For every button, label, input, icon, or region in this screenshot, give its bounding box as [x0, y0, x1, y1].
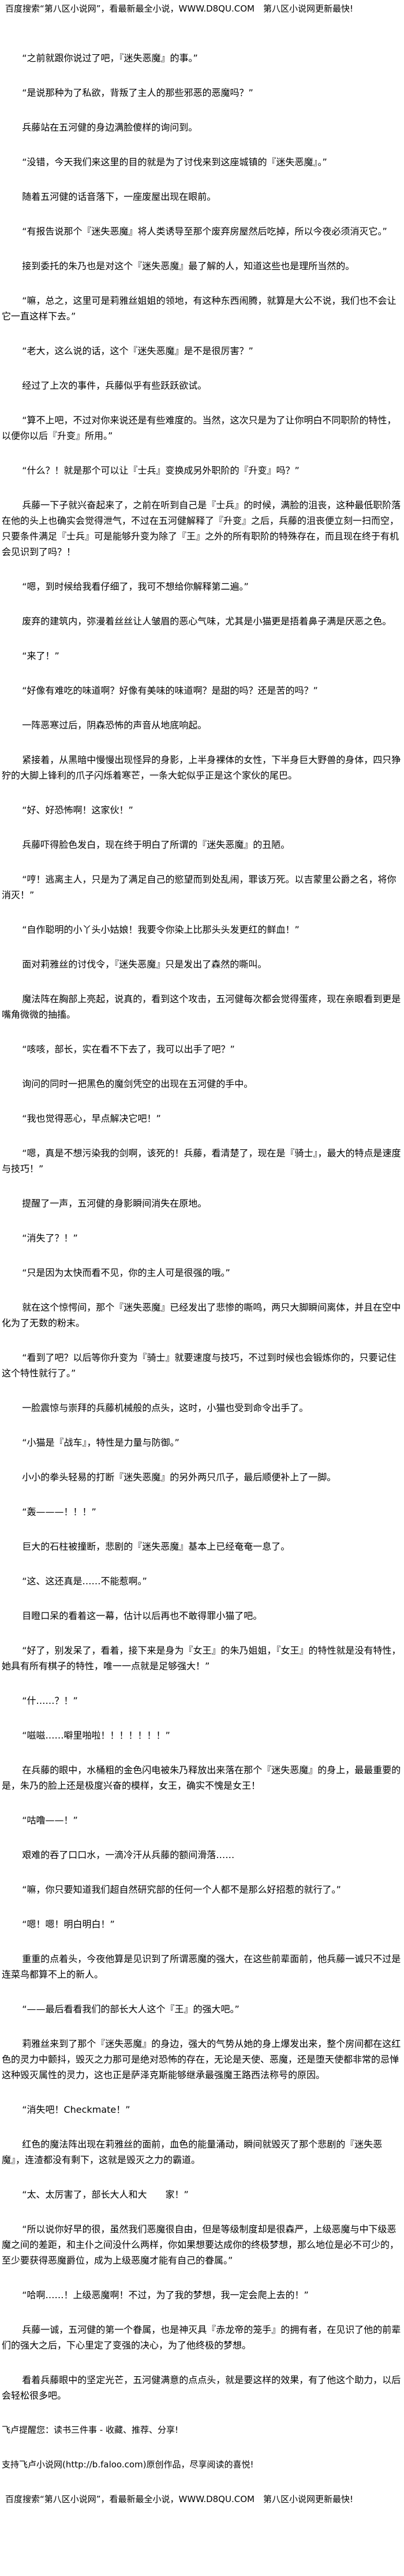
- story-paragraph: “嗞嗞……噼里啪啦！！！！！！！”: [22, 1730, 170, 1741]
- story-paragraph: 就在这个惊愕间，那个『迷失恶魔』已经发出了悲惨的嘶鸣，两只大脚瞬间离体，并且在空…: [2, 1302, 401, 1328]
- story-paragraph: 接到委托的朱乃也是对这个『迷失恶魔』最了解的人，知道这些也是理所当然的。: [22, 260, 355, 271]
- story-paragraph: “只是因为太快而看不见，你的主人可是很强的哦。”: [22, 1267, 230, 1278]
- story-paragraph: 提醒了一声，五河健的身影瞬间消失在原地。: [22, 1198, 207, 1209]
- story-paragraph: “轰———！！！”: [22, 1506, 96, 1517]
- story-paragraph: “没错，今天我们来这里的目的就是为了讨伐来到这座城镇的『迷失恶魔』。”: [22, 157, 327, 167]
- story-paragraph: “好了，别发呆了，看着，接下来是身为『女王』的朱乃姐姐，『女王』的特性就是没有特…: [2, 1645, 401, 1672]
- story-paragraph: “嗯，到时候给我看仔细了，我可不想给你解释第二遍。”: [22, 581, 249, 592]
- story-paragraph: “是说那种为了私欲，背叛了主人的那些邪恶的恶魔吗？”: [22, 87, 253, 98]
- story-paragraph: “所以说你好早的很，虽然我们恶魔很自由，但是等级制度却是很森严，上级恶魔与中下级…: [2, 2224, 399, 2266]
- story-paragraph: 一脸震惊与崇拜的兵藤机械般的点头，这时，小猫也受到命令出手了。: [22, 1402, 309, 1413]
- story-paragraph: 巨大的石柱被撞断，悲剧的『迷失恶魔』基本上已经奄奄一息了。: [22, 1541, 290, 1552]
- story-paragraph: “消失了？！”: [22, 1233, 78, 1244]
- story-paragraph: 看着兵藤眼中的坚定光芒，五河健满意的点点头，就是要这样的效果，有了他这个助力，以…: [2, 2374, 401, 2401]
- story-paragraph: “哼！逃离主人，只是为了满足自己的慾望而到处乱闹，罪该万死。以吉蒙里公爵之名，将…: [2, 874, 396, 900]
- story-paragraph: “什……？！”: [22, 1695, 78, 1706]
- footer-reminder: 飞卢提醒您：读书三件事 - 收藏、推荐、分享!: [2, 2425, 178, 2435]
- story-paragraph: “哈啊……！上级恶魔啊！不过，为了我的梦想，我一定会爬上去的！”: [22, 2290, 309, 2300]
- header-ad-banner: 百度搜索“第八区小说网”，看最新最全小说，WWW.D8QU.COM 第八区小说网…: [5, 3, 353, 14]
- story-paragraph: “看到了吧？以后等你升变为『骑士』就要速度与技巧，不过到时候也会锻炼你的，只要记…: [2, 1352, 396, 1379]
- story-paragraph: “之前就跟你说过了吧，『迷失恶魔』的事。”: [22, 53, 198, 64]
- story-paragraph: “咳咳，部长，实在看不下去了，我可以出手了吧？”: [22, 1044, 235, 1055]
- story-paragraph: 兵藤吓得脸色发白，现在终于明白了所谓的『迷失恶魔』的丑陋。: [22, 839, 290, 850]
- story-paragraph: “好像有难吃的味道啊？好像有美味的味道啊？是甜的吗？还是苦的吗？”: [22, 685, 318, 696]
- story-paragraph: 兵藤站在五河健的身边满脸傻样的询问到。: [22, 122, 198, 133]
- story-paragraph: 经过了上次的事件，兵藤似乎有些跃跃欲试。: [22, 380, 207, 391]
- story-paragraph: “有报告说那个『迷失恶魔』将人类诱导至那个废弃房屋然后吃掉，所以今夜必须消灭它。…: [22, 226, 387, 237]
- story-paragraph: “嗯！嗯！明白明白！”: [22, 1919, 115, 1930]
- story-paragraph: 魔法阵在胸部上亮起，说真的，看到这个攻击，五河健每次都会觉得蛋疼，现在亲眼看到更…: [2, 993, 401, 1020]
- story-paragraph: “来了！”: [22, 650, 59, 661]
- footer-support-link[interactable]: 支持飞卢小说网(http://b.faloo.com)原创作品，尽享阅读的喜悦!: [2, 2459, 254, 2470]
- story-paragraph: “——最后看看我们的部长大人这个『王』的强大吧。”: [22, 2004, 240, 2015]
- story-paragraph: “太、太厉害了，部长大人和大 家！”: [22, 2189, 189, 2200]
- story-paragraph: 艰难的吞了口口水，一滴冷汗从兵藤的额间滑落……: [22, 1849, 235, 1860]
- story-paragraph: 重重的点着头，今夜他算是见识到了所谓恶魔的强大，在这些前辈面前，他兵藤一诚只不过…: [2, 1953, 401, 1980]
- story-paragraph: 莉雅丝来到了那个『迷失恶魔』的身边，强大的气势从她的身上爆发出来，整个房间都在这…: [2, 2038, 401, 2080]
- story-paragraph: “咕噜——！”: [22, 1815, 78, 1826]
- story-paragraph: 目瞪口呆的看着这一幕，估计以后再也不敢得罪小猫了吧。: [22, 1610, 263, 1621]
- story-paragraph: 一阵恶寒过后，阴森恐怖的声音从地底响起。: [22, 720, 207, 731]
- story-paragraph: “什么？！就是那个可以让『士兵』变换成另外职阶的『升变』吗？”: [22, 465, 300, 476]
- story-paragraph: 随着五河健的话音落下，一座废屋出现在眼前。: [22, 191, 216, 202]
- story-paragraph: 兵藤一下子就兴奋起来了，之前在听到自己是『士兵』的时候，满脸的沮丧，这种最低职阶…: [2, 500, 401, 557]
- story-paragraph: “嗯，真是不想污染我的剑啊，该死的！兵藤，看清楚了，现在是『骑士』，最大的特点是…: [2, 1148, 401, 1174]
- story-paragraph: “算不上吧，不过对你来说还是有些难度的。当然，这次只是为了让你明白不同职阶的特性…: [2, 415, 396, 441]
- story-paragraph: “消失吧！Checkmate！”: [22, 2104, 130, 2115]
- story-paragraph: 在兵藤的眼中，水桶粗的金色闪电被朱乃释放出来落在那个『迷失恶魔』的身上，最最重要…: [2, 1765, 401, 1791]
- story-paragraph: 紧接着，从黑暗中慢慢出现怪异的身影，上半身裸体的女性，下半身巨大野兽的身体，四只…: [2, 754, 401, 781]
- story-paragraph: “嘛，你只要知道我们超自然研究部的任何一个人都不是那么好招惹的就行了。”: [22, 1884, 341, 1895]
- story-paragraph: “这、这还真是……不能惹啊。”: [22, 1576, 147, 1587]
- story-paragraph: 废弃的建筑内，弥漫着丝丝让人皱眉的恶心气味，尤其是小猫更是捂着鼻子满是厌恶之色。: [22, 616, 392, 627]
- story-paragraph: 面对莉雅丝的讨伐令，『迷失恶魔』只是发出了森然的嘶叫。: [22, 959, 267, 970]
- story-paragraph: 询问的同时一把黑色的魔剑凭空的出现在五河健的手中。: [22, 1078, 253, 1089]
- page: 百度搜索“第八区小说网”，看最新最全小说，WWW.D8QU.COM 第八区小说网…: [2, 1, 402, 2507]
- story-paragraph: 小小的拳头轻易的打断『迷失恶魔』的另外两只爪子，最后顺便补上了一脚。: [22, 1472, 336, 1483]
- footer-ad-banner: 百度搜索“第八区小说网”，看最新最全小说，WWW.D8QU.COM 第八区小说网…: [5, 2494, 353, 2504]
- story-paragraph: “我也觉得恶心，早点解决它吧！”: [22, 1113, 161, 1124]
- story-paragraph: “好、好恐怖啊！这家伙！”: [22, 805, 133, 816]
- chapter-body: “之前就跟你说过了吧，『迷失恶魔』的事。” “是说那种为了私欲，背叛了主人的那些邪…: [2, 50, 402, 2403]
- story-paragraph: “小猫是『战车』，特性是力量与防御。”: [22, 1437, 179, 1448]
- story-paragraph: “嘛，总之，这里可是莉雅丝姐姐的领地，有这种东西闹腾，就算是大公不说，我们也不会…: [2, 295, 396, 322]
- story-paragraph: “老大，这么说的话，这个『迷失恶魔』是不是很厉害？”: [22, 345, 253, 356]
- story-paragraph: 红色的魔法阵出现在莉雅丝的面前，血色的能量涌动，瞬间就毁灭了那个悲剧的『迷失恶魔…: [2, 2139, 383, 2165]
- story-paragraph: “自作聪明的小丫头小姑娘！我要令你染上比那头头发更红的鲜血！”: [22, 924, 300, 935]
- story-paragraph: 兵藤一诚，五河健的第一个眷属，也是神灭具『赤龙帝的笼手』的拥有者，在见识了他的前…: [2, 2324, 401, 2351]
